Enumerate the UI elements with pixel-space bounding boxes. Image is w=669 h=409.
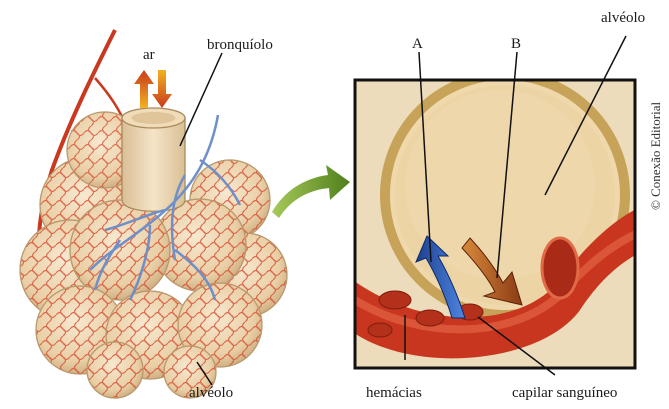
alveolar-cluster: [20, 30, 287, 398]
air-out-arrow-icon: [134, 70, 154, 108]
label-alveolo-left: alvéolo: [189, 386, 233, 401]
label-hemacias: hemácias: [366, 386, 422, 401]
label-ar: ar: [143, 48, 155, 63]
label-alveolo-right: alvéolo: [601, 11, 645, 26]
label-A: A: [412, 37, 423, 52]
zoom-detail: [350, 75, 645, 368]
zoom-arrow-icon: [272, 165, 350, 218]
air-flow-arrows: [134, 70, 172, 108]
label-B: B: [511, 37, 521, 52]
label-bronquiolo: bronquíolo: [207, 38, 273, 53]
air-in-arrow-icon: [152, 70, 172, 108]
bronquiolo-pointer: [180, 53, 222, 146]
label-capilar: capilar sanguíneo: [512, 386, 617, 401]
copyright-credit: © Conexão Editorial: [648, 102, 664, 210]
